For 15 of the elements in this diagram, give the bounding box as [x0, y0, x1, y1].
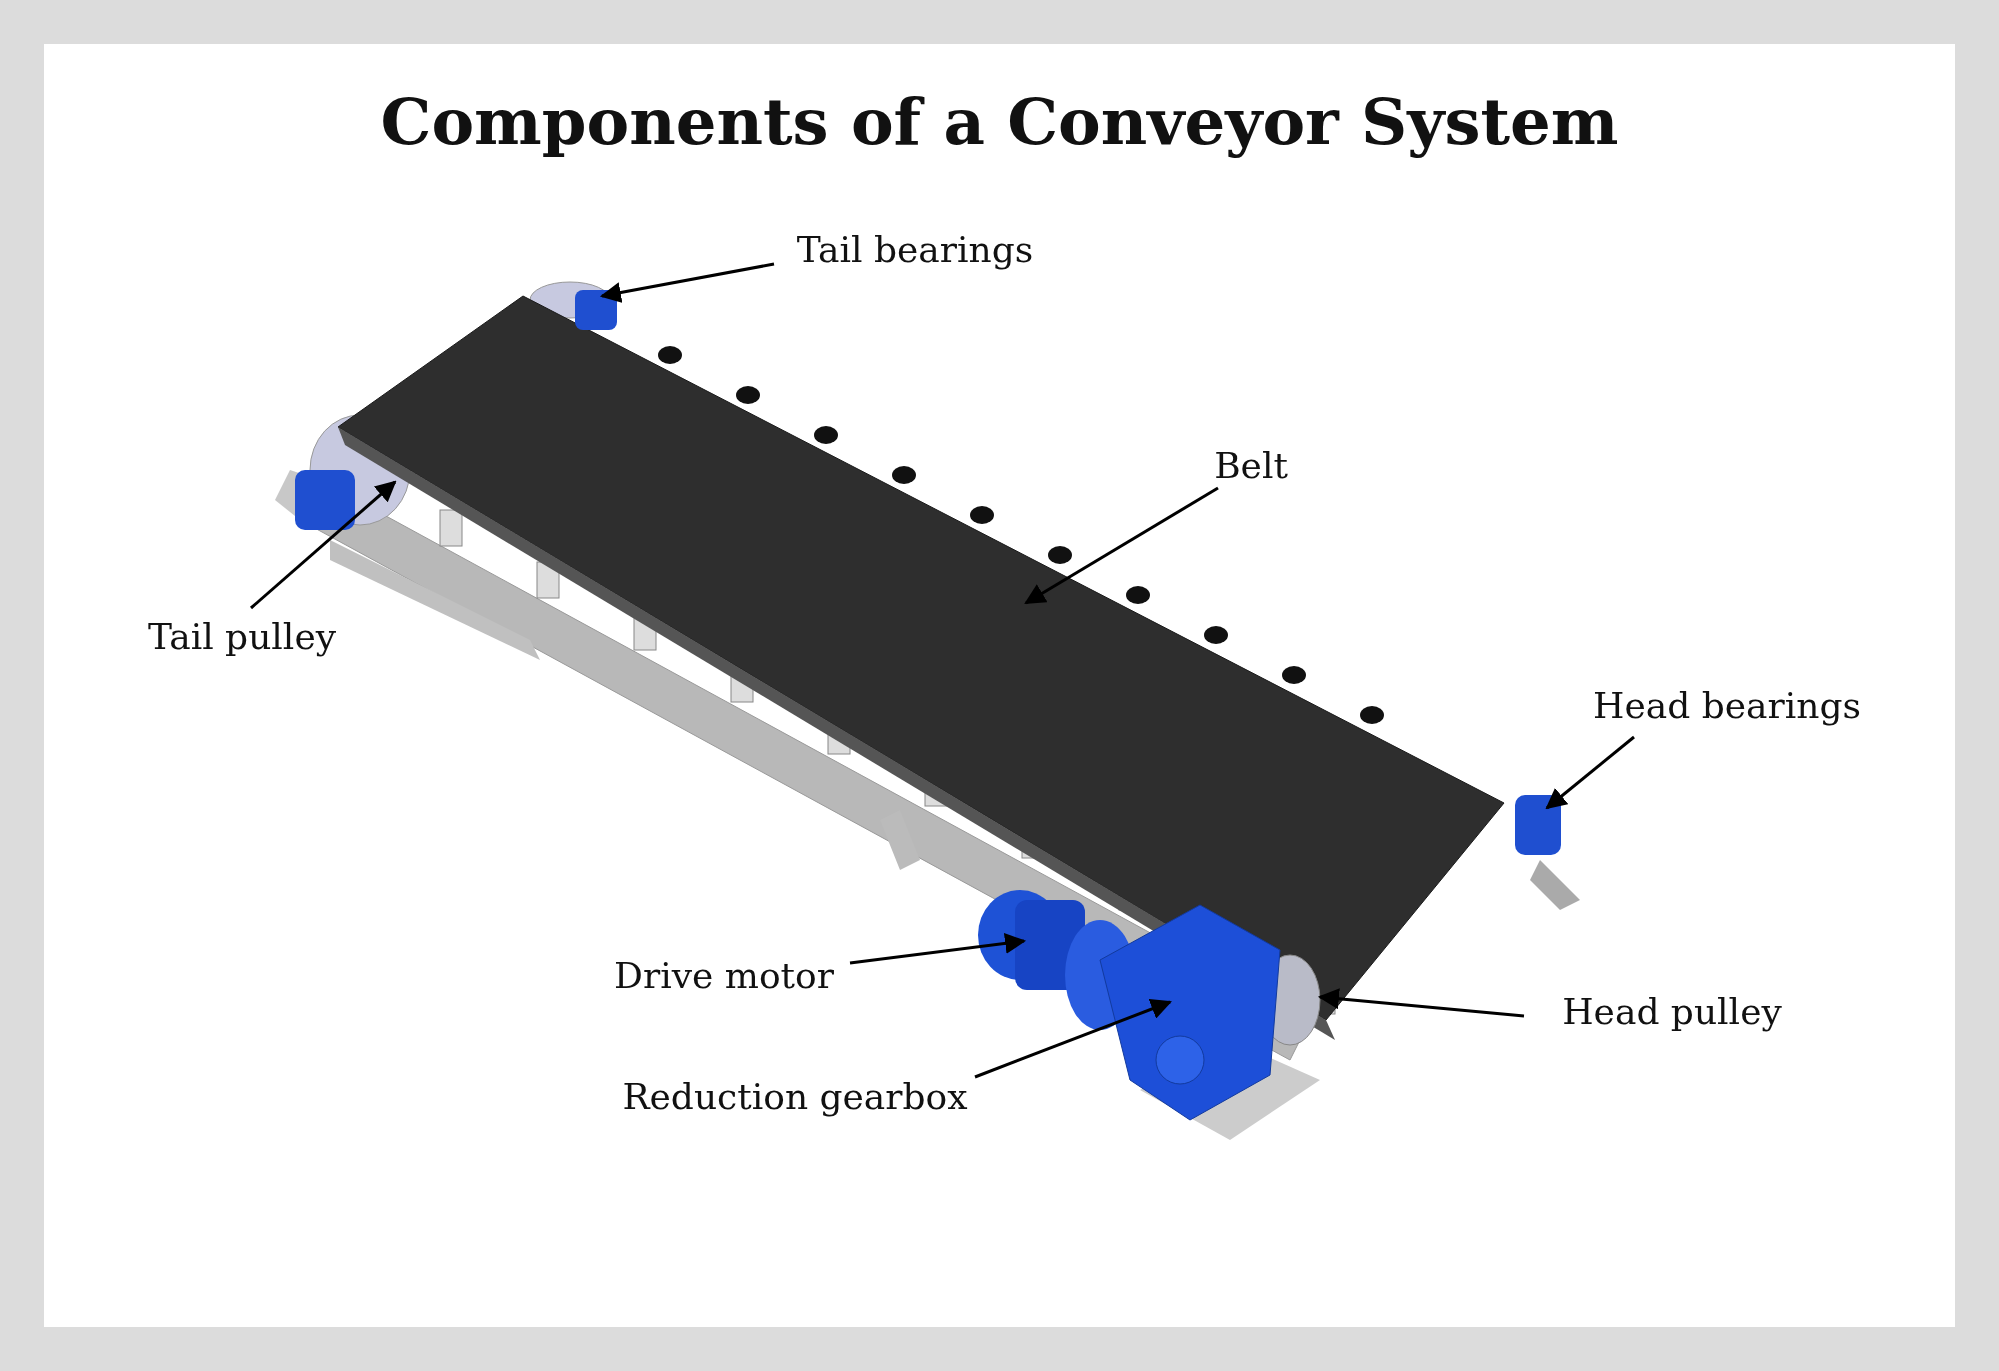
- part-label: Head bearings: [1593, 684, 1861, 726]
- leader-line: [1317, 988, 1525, 1018]
- leader-line: [974, 999, 1172, 1079]
- part-label: Belt: [1214, 444, 1288, 486]
- part-label: Tail pulley: [147, 615, 337, 657]
- part-label: Reduction gearbox: [622, 1075, 968, 1117]
- leader-line: [599, 262, 775, 303]
- part-label: Tail bearings: [796, 228, 1034, 270]
- leader-line: [849, 932, 1027, 965]
- part-label: Head pulley: [1562, 990, 1782, 1032]
- leader-line: [1024, 486, 1219, 605]
- title: Components of a Conveyor System: [379, 84, 1620, 159]
- part-label: Drive motor: [614, 954, 834, 996]
- leader-line: [250, 480, 397, 610]
- leader-line: [1545, 735, 1635, 810]
